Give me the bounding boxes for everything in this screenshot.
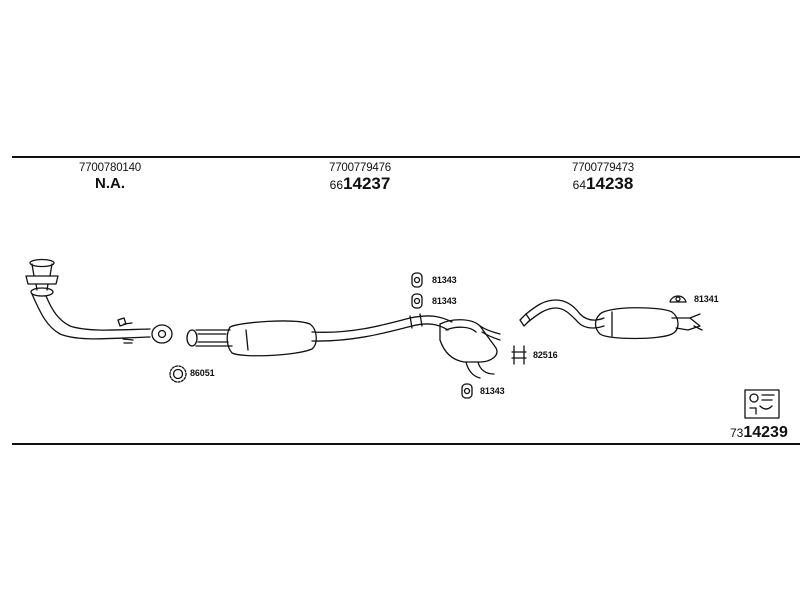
callout-clamp: 82516 <box>533 350 558 360</box>
gasket-ring-icon <box>169 365 187 383</box>
callout-hanger-a: 81343 <box>432 275 457 285</box>
front-pipe-ref: N.A. <box>95 175 125 192</box>
top-divider <box>12 156 800 158</box>
rear-silencer-ref: 6414238 <box>548 175 658 194</box>
middle-silencer-ref: 6614237 <box>305 175 415 194</box>
callout-hanger-c: 81343 <box>480 386 505 396</box>
kit-ref-prefix: 73 <box>730 426 744 440</box>
hanger-icon <box>411 293 423 309</box>
middle-silencer-ref-main: 14237 <box>343 174 391 193</box>
middle-silencer-header: 7700779476 6614237 <box>305 162 415 194</box>
middle-silencer-ref-prefix: 66 <box>329 178 344 192</box>
kit-ref: 7314239 <box>730 424 788 442</box>
center-box <box>439 319 501 379</box>
hanger-icon <box>411 272 423 288</box>
bottom-divider <box>12 443 800 445</box>
rear-silencer <box>519 299 703 340</box>
kit-ref-main: 14239 <box>743 424 788 441</box>
rear-hanger-icon <box>669 295 687 303</box>
front-pipe-part-number: 7700780140 <box>79 162 141 174</box>
rear-silencer-ref-prefix: 64 <box>572 178 587 192</box>
front-pipe-header: 7700780140 N.A. <box>60 162 160 193</box>
rear-silencer-ref-main: 14238 <box>586 174 634 193</box>
callout-rear-hanger: 81341 <box>694 294 719 304</box>
middle-silencer <box>186 313 453 357</box>
clamp-icon <box>511 345 527 365</box>
rear-silencer-header: 7700779473 6414238 <box>548 162 658 194</box>
rear-silencer-part-number: 7700779473 <box>572 162 634 174</box>
callout-gasket: 86051 <box>190 368 215 378</box>
callout-hanger-b: 81343 <box>432 296 457 306</box>
middle-silencer-part-number: 7700779476 <box>329 162 391 174</box>
front-pipe <box>25 258 173 344</box>
hanger-icon <box>461 383 473 399</box>
mounting-kit-icon <box>744 389 780 419</box>
